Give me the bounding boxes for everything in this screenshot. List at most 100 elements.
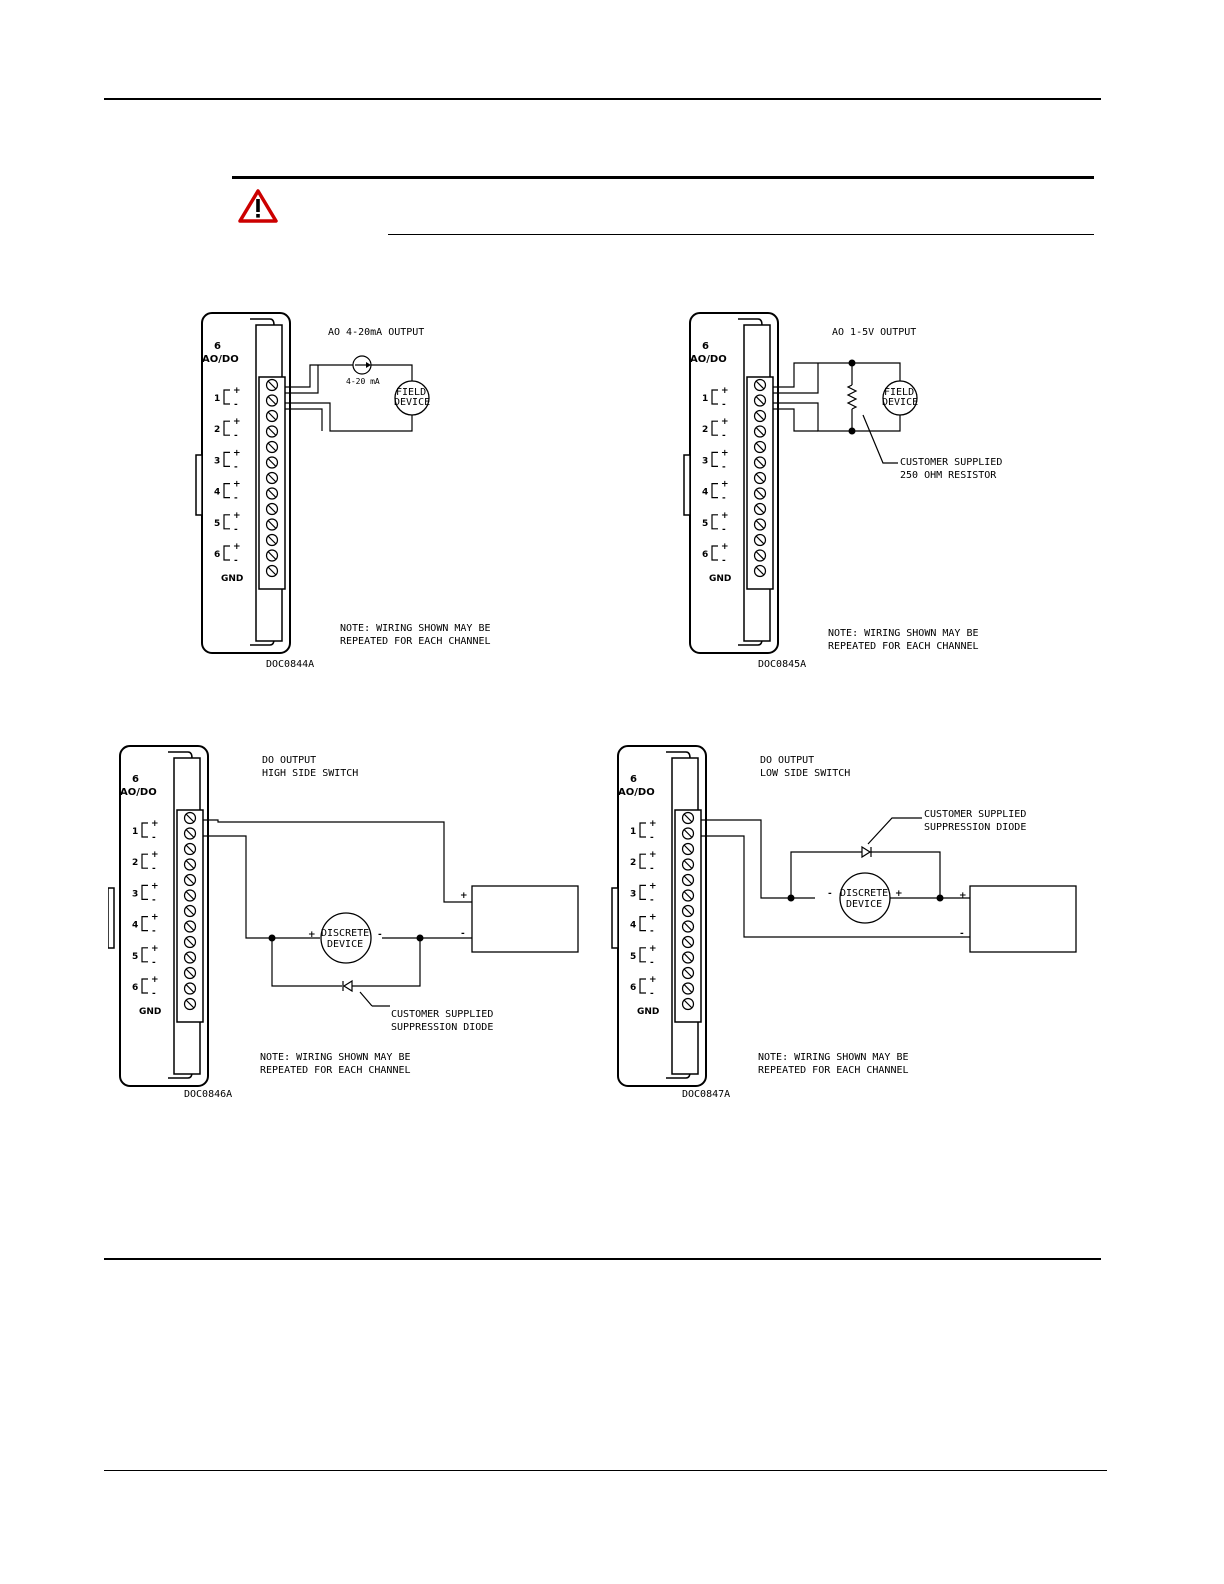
terminal-screw (183, 997, 197, 1011)
note-line-2: REPEATED FOR EACH CHANNEL (828, 641, 979, 652)
plus-sign: + (721, 386, 729, 396)
terminal-screw (183, 842, 197, 856)
plus-sign: + (151, 913, 159, 923)
terminal-screw (265, 564, 279, 578)
supply-minus: - (461, 929, 465, 939)
module-number: 6 (132, 774, 139, 785)
channel-6: 6+- (214, 542, 241, 566)
minus-sign: - (722, 400, 726, 410)
diode-callout-line-2: SUPPRESSION DIODE (924, 822, 1026, 833)
terminal-screw (183, 920, 197, 933)
channel-5: 5+- (630, 944, 657, 968)
channel-number: 5 (630, 952, 636, 962)
channel-6: 6+- (132, 975, 159, 999)
io-module: 6 AO/DO 1+-2+-3+-4+-5+-6+-GND (108, 745, 209, 1087)
channel-2: 2+- (132, 850, 159, 874)
svg-text:DEVICE: DEVICE (327, 939, 363, 950)
warning-bottom-rule (388, 234, 1094, 235)
channel-1: 1+- (702, 386, 729, 410)
plus-sign: + (233, 448, 241, 458)
channel-number: 6 (132, 983, 138, 993)
channel-number: 5 (214, 519, 220, 529)
doc-code: DOC0846A (184, 1089, 232, 1100)
power-supply-box (471, 885, 579, 953)
terminal-block (265, 378, 279, 578)
gnd-label: GND (221, 574, 243, 584)
channel-number: 5 (702, 519, 708, 529)
channel-number: 3 (132, 889, 138, 899)
terminal-screw (265, 456, 279, 469)
note-line-2: REPEATED FOR EACH CHANNEL (758, 1065, 909, 1076)
terminal-screw (265, 549, 279, 562)
diagram-do-low-side: 6 AO/DO 1+-2+-3+-4+-5+-6+-GND + - DISCRE… (611, 745, 1077, 1100)
plus-sign: + (649, 819, 657, 829)
terminal-screw (753, 564, 767, 578)
terminal-block (753, 378, 767, 578)
header-rule (104, 98, 1101, 100)
io-module: 6 AO/DO 1+-2+-3+-4+-5+-6+-GND (195, 312, 291, 654)
channel-number: 1 (630, 827, 636, 837)
terminal-screw (753, 456, 767, 469)
terminal-screw (183, 904, 197, 918)
channel-number: 5 (132, 952, 138, 962)
minus-sign: - (234, 400, 238, 410)
svg-text:DEVICE: DEVICE (882, 397, 918, 408)
channel-number: 4 (214, 488, 220, 498)
module-type: AO/DO (690, 354, 727, 365)
channel-4: 4+- (214, 480, 241, 504)
channel-number: 4 (630, 921, 636, 931)
terminal-screw (681, 811, 695, 825)
note-line-1: NOTE: WIRING SHOWN MAY BE (260, 1052, 411, 1063)
terminal-screw (753, 409, 767, 423)
terminal-screw (681, 966, 695, 980)
note-line-2: REPEATED FOR EACH CHANNEL (340, 636, 491, 647)
diagram-ao-4-20ma: 6 AO/DO 1+-2+-3+-4+-5+-6+-GND 4-20 mA FI… (195, 312, 491, 670)
plus-sign: + (721, 480, 729, 490)
junction-dot (268, 934, 276, 942)
device-minus: - (828, 889, 832, 899)
svg-text:DEVICE: DEVICE (846, 899, 882, 910)
wiring (773, 362, 901, 464)
channel-number: 6 (214, 550, 220, 560)
terminal-screw (265, 425, 279, 438)
wiring (203, 819, 472, 1007)
channel-number: 3 (630, 889, 636, 899)
plus-sign: + (649, 913, 657, 923)
terminal-screw (183, 889, 197, 902)
plus-sign: + (721, 417, 729, 427)
diode-callout-line-1: CUSTOMER SUPPLIED (924, 809, 1026, 820)
channel-number: 1 (214, 394, 220, 404)
plus-sign: + (721, 511, 729, 521)
diode-callout-line-2: SUPPRESSION DIODE (391, 1022, 493, 1033)
terminal-screw (265, 533, 279, 547)
channel-6: 6+- (630, 975, 657, 999)
terminal-screw (681, 873, 695, 887)
channel-number: 3 (214, 456, 220, 466)
diagram-title-line-2: HIGH SIDE SWITCH (262, 768, 358, 779)
minus-sign: - (234, 556, 238, 566)
plus-sign: + (233, 417, 241, 427)
device-plus: + (308, 930, 316, 940)
terminal-screw (681, 904, 695, 918)
channel-3: 3+- (702, 448, 729, 472)
io-module: 6 AO/DO 1+-2+-3+-4+-5+-6+-GND (611, 745, 707, 1087)
channel-number: 4 (132, 921, 138, 931)
terminal-screw (265, 518, 279, 531)
channel-number: 6 (702, 550, 708, 560)
plus-sign: + (649, 975, 657, 985)
minus-sign: - (650, 958, 654, 968)
plus-sign: + (649, 881, 657, 891)
terminal-screw (265, 378, 279, 392)
svg-text:DEVICE: DEVICE (394, 397, 430, 408)
junction-dot (787, 894, 795, 902)
module-type: AO/DO (120, 787, 157, 798)
terminal-screw (265, 440, 279, 454)
channel-2: 2+- (214, 417, 241, 441)
channel-number: 2 (214, 425, 220, 435)
minus-sign: - (152, 864, 156, 874)
channel-1: 1+- (214, 386, 241, 410)
channel-2: 2+- (630, 850, 657, 874)
minus-sign: - (152, 895, 156, 905)
channel-4: 4+- (132, 913, 159, 937)
channel-5: 5+- (702, 511, 729, 535)
